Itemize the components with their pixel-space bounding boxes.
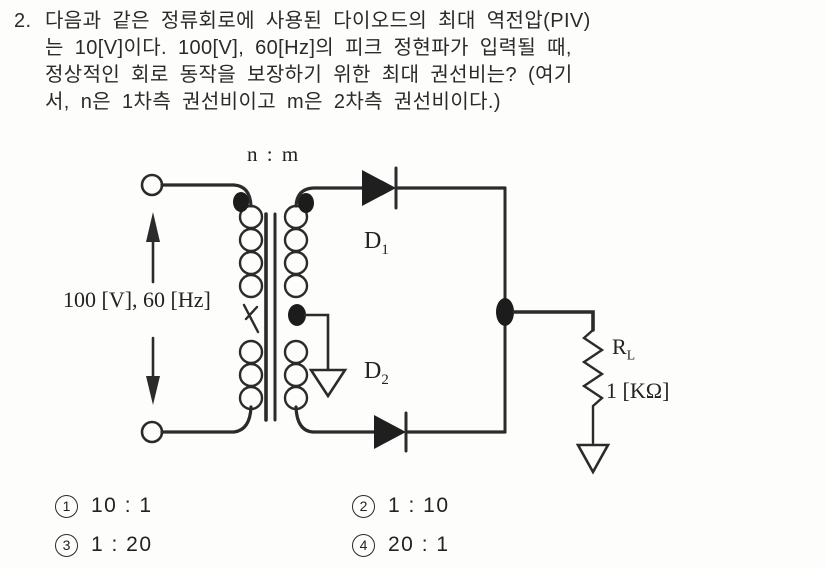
center-tap-dot xyxy=(288,304,306,326)
transformer-core xyxy=(264,212,277,422)
center-tap-ground-icon xyxy=(308,368,348,399)
option-4-text: 20 : 1 xyxy=(388,533,450,556)
answer-option-1[interactable]: 1 10 : 1 xyxy=(55,492,153,520)
secondary-phase-dot xyxy=(298,193,314,213)
diode2-label: D2 xyxy=(364,358,389,388)
load-resistor-label: RL xyxy=(612,334,636,363)
primary-bottom-wire xyxy=(160,405,253,434)
turns-ratio-label: n : m xyxy=(247,142,301,166)
load-resistor-value: 1 [KΩ] xyxy=(606,378,670,403)
load-resistor-symbol xyxy=(581,328,605,445)
option-3-text: 1 : 20 xyxy=(91,533,153,556)
transformer-primary-winding xyxy=(238,204,264,411)
source-arrow-up xyxy=(146,212,160,284)
center-tap-wire xyxy=(303,313,330,371)
diode1-label: D1 xyxy=(364,228,389,258)
option-1-circle: 1 xyxy=(55,494,78,518)
source-arrow-down xyxy=(146,336,160,405)
option-3-circle: 3 xyxy=(55,533,78,557)
load-ground-icon xyxy=(575,443,611,475)
question-block: 2. 다음과 같은 정류회로에 사용된 다이오드의 최대 역전압(PIV) 는 … xyxy=(14,8,814,116)
option-4-circle: 4 xyxy=(352,533,375,557)
source-voltage-label: 100 [V], 60 [Hz] xyxy=(63,287,211,312)
output-junction-dot xyxy=(496,298,514,326)
option-2-text: 1 : 10 xyxy=(388,494,450,517)
diode1-symbol xyxy=(362,166,398,210)
question-line: 는 10[V]이다. 100[V], 60[Hz]의 피크 정현파가 입력될 때… xyxy=(45,37,572,59)
secondary-top-wire xyxy=(294,186,364,208)
question-line: 정상적인 회로 동작을 보장하기 위한 최대 권선비는? (여기 xyxy=(45,64,573,86)
answer-option-4[interactable]: 4 20 : 1 xyxy=(352,531,450,559)
question-number: 2. xyxy=(14,10,32,32)
primary-phase-dot xyxy=(233,192,249,212)
transformer-secondary-winding xyxy=(283,204,309,411)
option-2-circle: 2 xyxy=(352,494,375,518)
answer-option-2[interactable]: 2 1 : 10 xyxy=(352,492,450,520)
source-terminal-bottom xyxy=(140,420,164,444)
secondary-bottom-wire xyxy=(294,405,376,434)
load-wire xyxy=(512,310,595,332)
answer-option-3[interactable]: 3 1 : 20 xyxy=(55,531,153,559)
option-1-text: 10 : 1 xyxy=(91,494,153,517)
question-line: 서, n은 1차측 권선비이고 m은 2차측 권선비이다.) xyxy=(45,91,501,113)
primary-top-wire xyxy=(160,183,253,208)
question-line: 다음과 같은 정류회로에 사용된 다이오드의 최대 역전압(PIV) xyxy=(45,10,591,32)
source-terminal-top xyxy=(140,173,164,197)
diode2-symbol xyxy=(374,411,408,453)
